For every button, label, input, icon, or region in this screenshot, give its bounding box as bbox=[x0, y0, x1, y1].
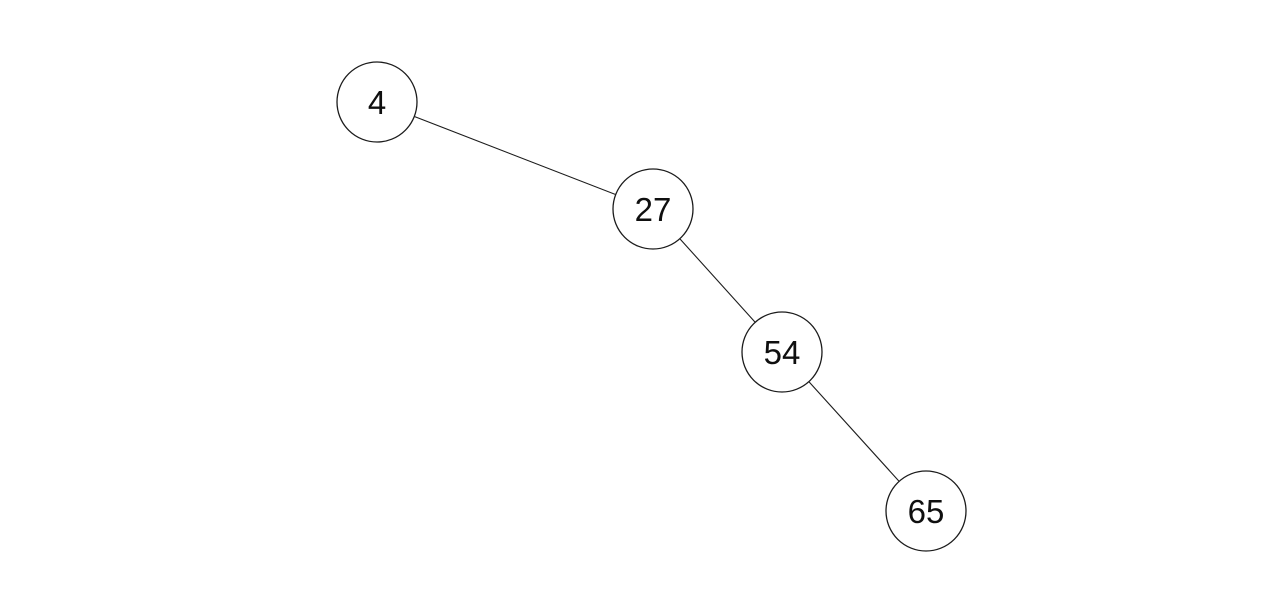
node-circle bbox=[336, 61, 418, 143]
node-label: 65 bbox=[908, 493, 945, 530]
node-circle bbox=[741, 311, 823, 393]
tree-edges bbox=[376, 101, 927, 512]
edge-4-27 bbox=[376, 101, 654, 210]
node-circle bbox=[885, 470, 967, 552]
tree-node-65: 65 bbox=[885, 470, 967, 552]
node-label: 54 bbox=[764, 334, 801, 371]
tree-node-27: 27 bbox=[612, 168, 694, 250]
node-label: 27 bbox=[635, 191, 672, 228]
node-label: 4 bbox=[368, 84, 386, 121]
node-circle bbox=[612, 168, 694, 250]
tree-node-54: 54 bbox=[741, 311, 823, 393]
tree-node-4: 4 bbox=[336, 61, 418, 143]
